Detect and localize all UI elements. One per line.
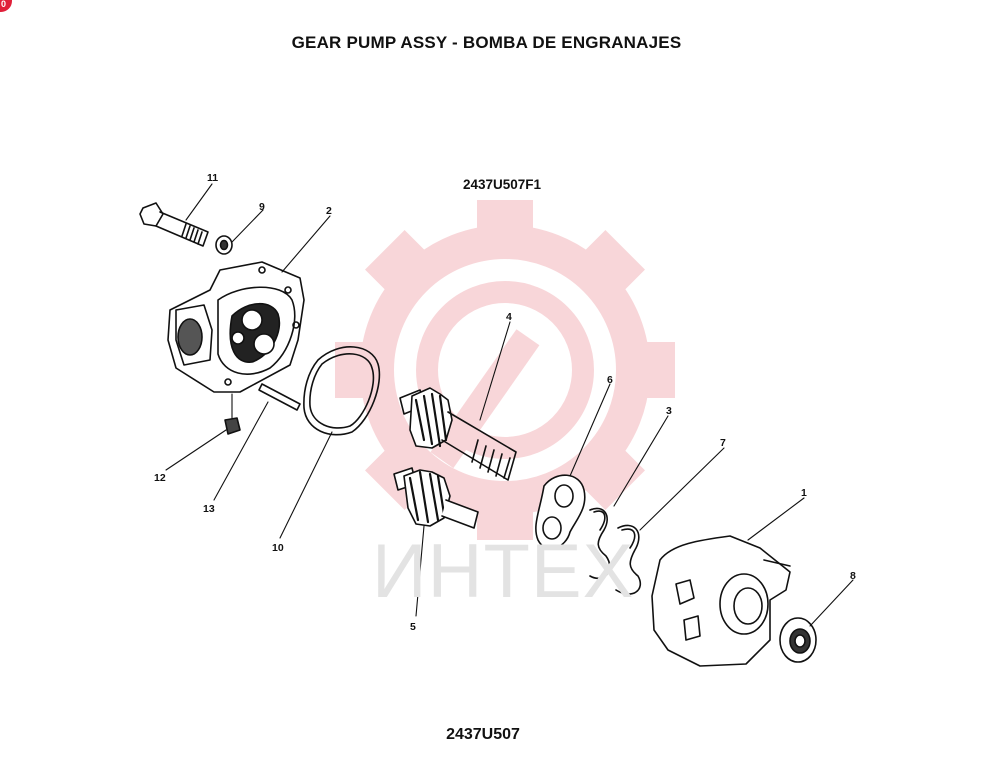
callout-labels: 11 9 2 4 6 3 7 1 8 12 13 10 5 — [154, 172, 856, 633]
page-title: GEAR PUMP ASSY - BOMBA DE ENGRANAJES — [291, 33, 682, 52]
callout-3: 3 — [666, 405, 672, 417]
dowel-pin-part-13 — [258, 383, 301, 411]
leader-lines — [165, 183, 854, 627]
callout-11: 11 — [207, 172, 218, 184]
body-housing-part-1 — [651, 535, 791, 667]
washer-part-9 — [215, 235, 233, 255]
o-ring-part-10 — [303, 346, 381, 436]
drive-gear-shaft-part-4 — [399, 387, 517, 481]
watermark-text: ИНТЕХ — [372, 529, 635, 614]
callout-6: 6 — [607, 374, 613, 386]
callout-13: 13 — [203, 503, 215, 515]
figure-code: 2437U507F1 — [463, 177, 542, 192]
footer-code: 2437U507 — [446, 726, 520, 743]
callout-5: 5 — [410, 621, 416, 633]
seal-part-7 — [615, 524, 641, 595]
wear-plate-part-6 — [535, 474, 586, 550]
plug-part-12 — [224, 417, 241, 435]
callout-8: 8 — [850, 570, 856, 582]
bolt-part-11 — [139, 202, 209, 247]
callout-4: 4 — [506, 311, 512, 323]
callout-2: 2 — [326, 205, 332, 217]
callout-10: 10 — [272, 542, 284, 554]
cover-housing-part-2 — [167, 261, 305, 393]
seal-part-3 — [589, 507, 611, 580]
driven-gear-part-5 — [393, 467, 479, 529]
callout-1: 1 — [801, 487, 807, 499]
callout-9: 9 — [259, 201, 265, 213]
callout-12: 12 — [154, 472, 166, 484]
shaft-seal-part-8 — [779, 617, 817, 663]
corner-badge-label: 0 — [1, 0, 7, 9]
callout-7: 7 — [720, 437, 726, 449]
